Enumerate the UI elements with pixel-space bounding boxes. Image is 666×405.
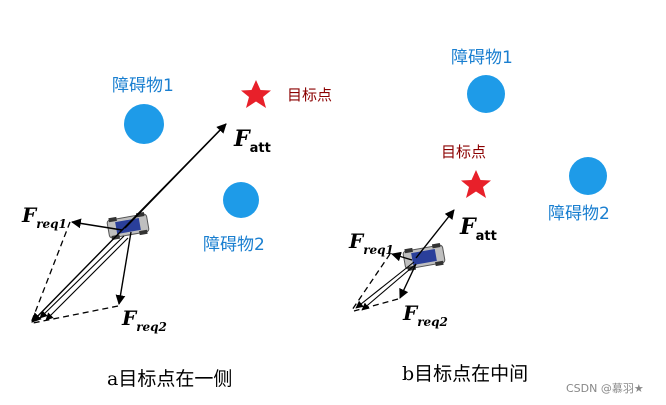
obstacle-1-a <box>124 104 164 144</box>
resultant-fan-2-a <box>46 238 128 320</box>
caption-b: b目标点在中间 <box>402 363 528 385</box>
obstacle-2-b <box>569 157 607 195</box>
f-att-label-a: Fatt <box>233 126 271 156</box>
watermark: CSDN @慕羽★ <box>566 381 644 395</box>
f-req1-label-a: Freq1 <box>21 203 67 231</box>
goal-label-b: 目标点 <box>441 143 486 161</box>
f-req1-label-b: Freq1 <box>348 229 394 257</box>
obstacle-1-b <box>467 75 505 113</box>
f-req2-label-a: Freq2 <box>121 306 167 334</box>
obstacle-2-label-b: 障碍物2 <box>548 204 610 224</box>
obstacle-1-label-b: 障碍物1 <box>451 48 513 68</box>
f-att-label-b: Fatt <box>459 214 497 244</box>
goal-star-b <box>461 170 491 198</box>
caption-a: a目标点在一侧 <box>107 368 232 390</box>
f-req2-label-b: Freq2 <box>402 301 448 329</box>
obstacle-2-label-a: 障碍物2 <box>203 235 265 255</box>
f-req2-arrow-a <box>119 232 131 304</box>
resultant-fan-1-a <box>40 236 124 318</box>
obstacle-1-label-a: 障碍物1 <box>112 76 174 96</box>
obstacle-2-a <box>223 182 259 218</box>
panel-a: 障碍物1 障碍物2 目标点 Fatt Freq1 Freq2 a目标点在一侧 <box>21 76 332 390</box>
goal-star-a <box>241 80 271 108</box>
panel-b: 障碍物1 障碍物2 目标点 Fatt Freq1 Freq2 b目标点在中间 <box>348 48 610 385</box>
goal-label-a: 目标点 <box>287 86 332 104</box>
car-a <box>106 212 149 241</box>
dashed-edge-1-b <box>352 254 390 310</box>
